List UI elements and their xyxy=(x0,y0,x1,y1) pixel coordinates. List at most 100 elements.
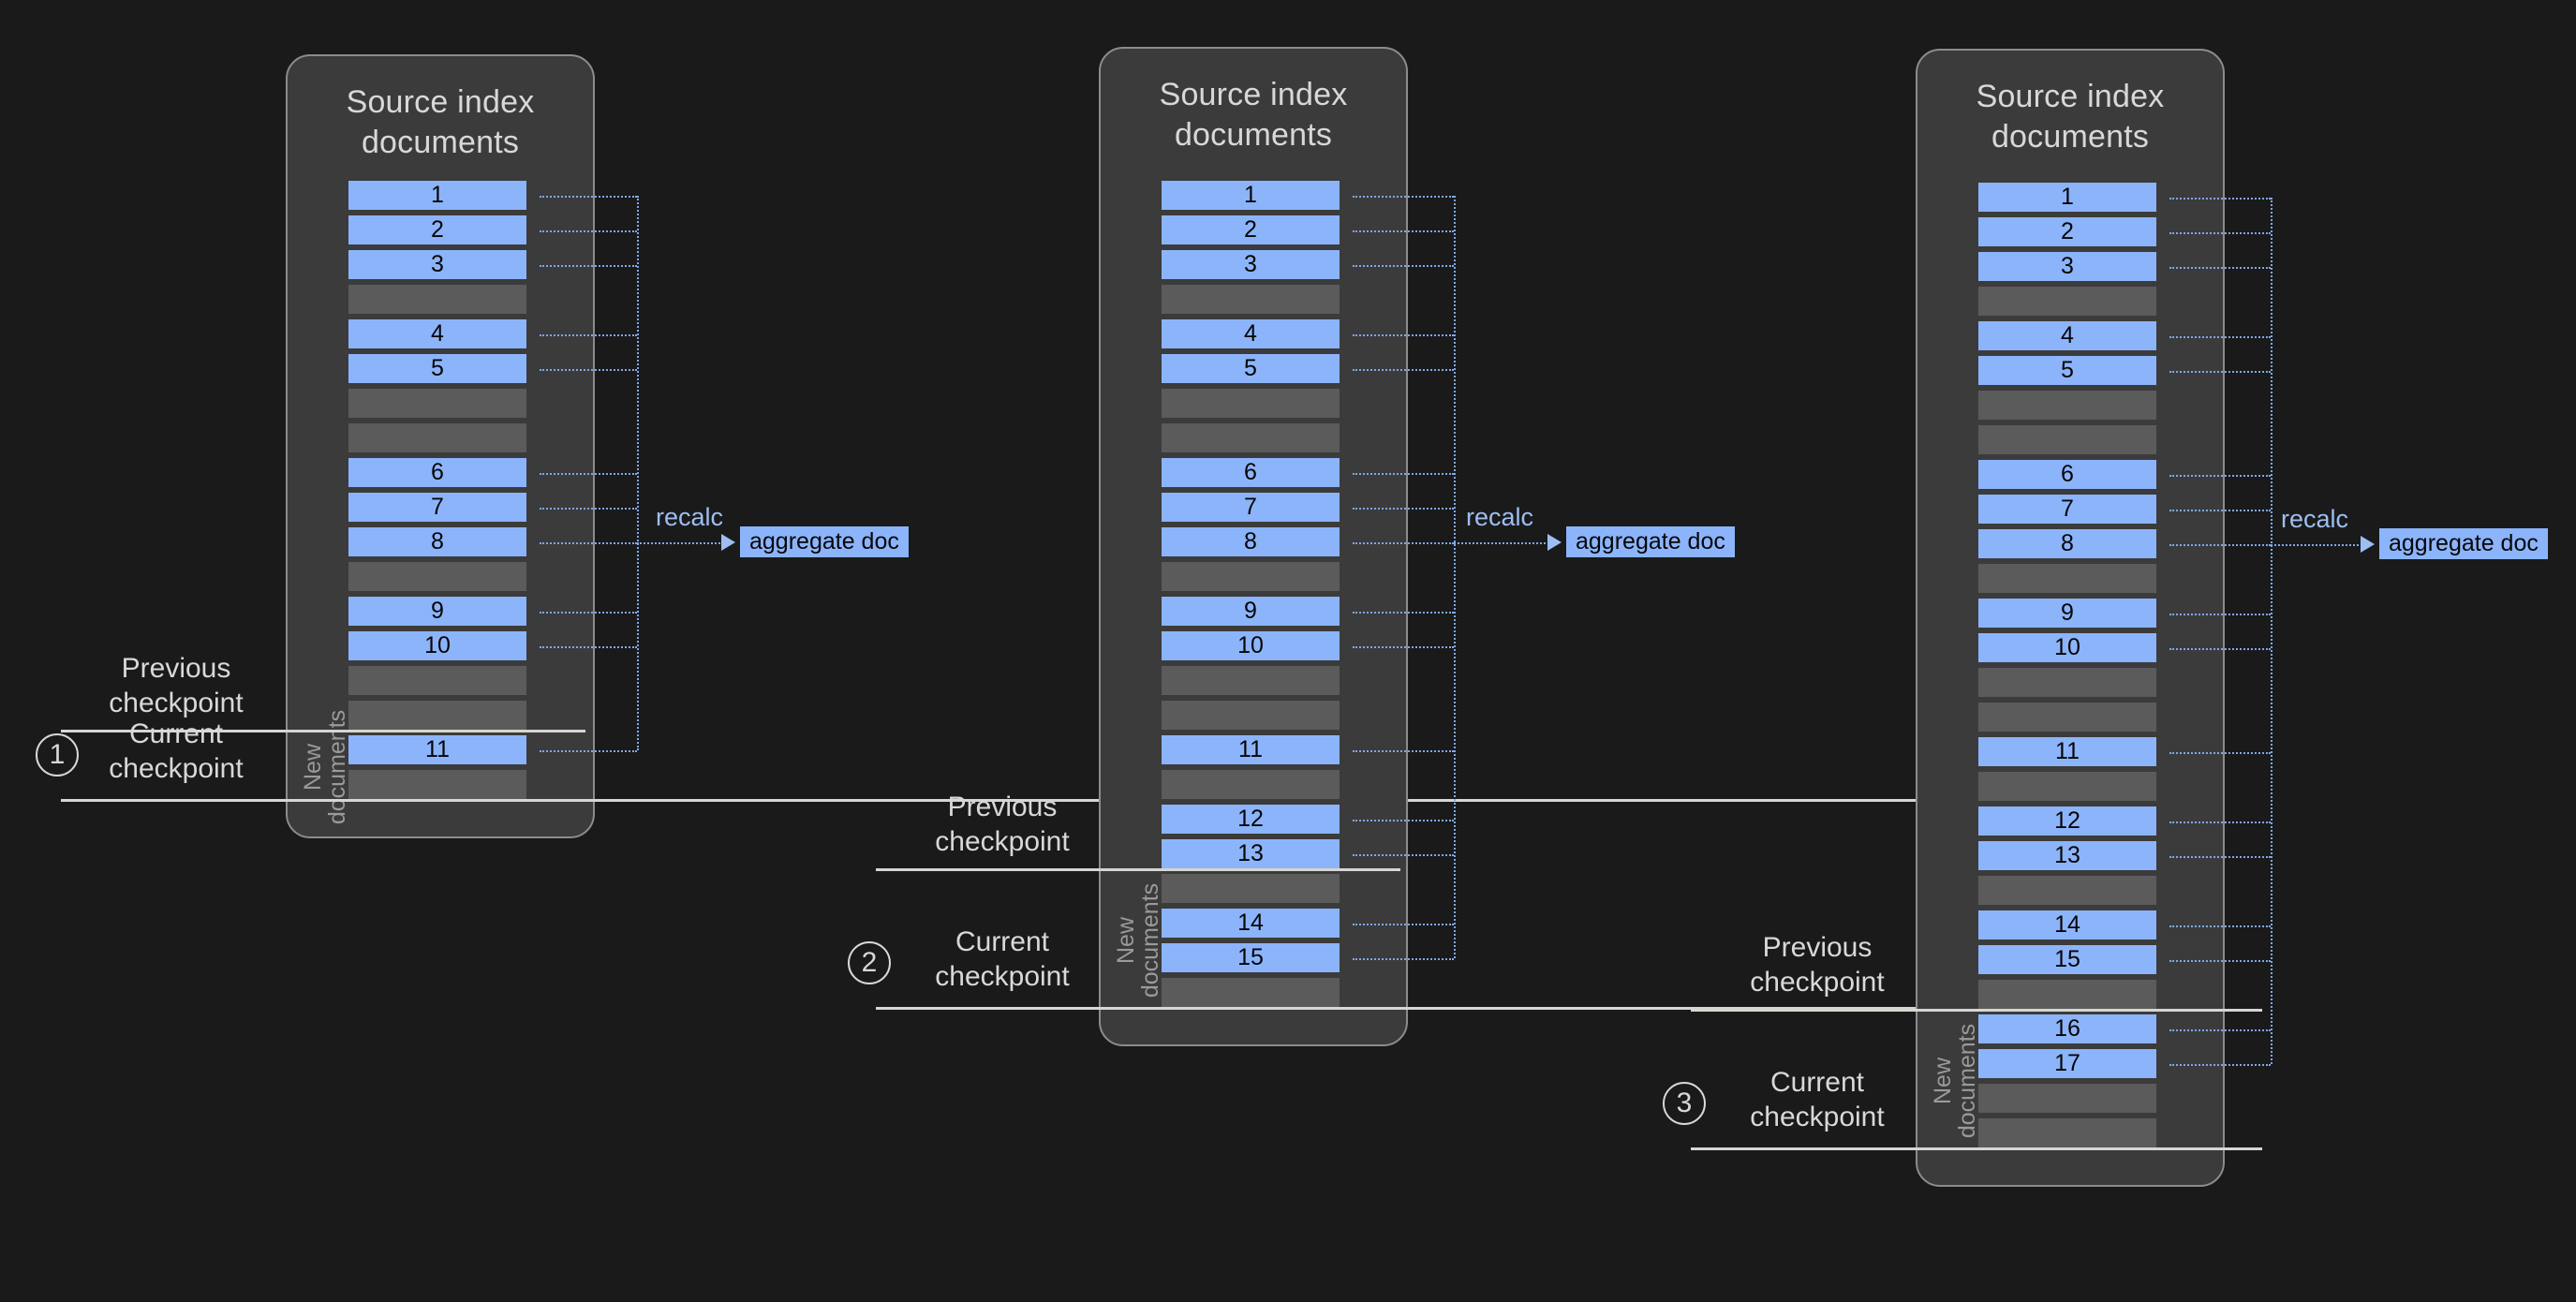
document-row: 4 xyxy=(1978,321,2156,350)
connector-line xyxy=(2169,370,2271,373)
document-row: 5 xyxy=(1978,356,2156,385)
document-row: 15 xyxy=(1162,943,1340,972)
document-row: 9 xyxy=(1162,597,1340,626)
connector-line xyxy=(540,749,637,752)
document-row: 8 xyxy=(348,527,526,556)
recalc-arrow-head xyxy=(721,533,735,551)
empty-row xyxy=(348,701,526,730)
empty-row xyxy=(1162,701,1340,730)
empty-row xyxy=(1162,770,1340,799)
previous-checkpoint-line xyxy=(61,730,585,732)
connector-line xyxy=(1353,507,1454,510)
connector-line xyxy=(1353,957,1454,960)
empty-row xyxy=(1978,564,2156,593)
document-row: 10 xyxy=(348,631,526,660)
connector-line xyxy=(2169,335,2271,338)
connector-line xyxy=(2169,266,2271,269)
connector-line xyxy=(1353,229,1454,232)
connector-line xyxy=(2169,509,2271,511)
document-row: 3 xyxy=(348,250,526,279)
connector-line xyxy=(2169,543,2271,546)
document-row: 15 xyxy=(1978,945,2156,974)
document-row: 2 xyxy=(1978,217,2156,246)
empty-row xyxy=(1162,389,1340,418)
empty-row xyxy=(1978,425,2156,454)
current-checkpoint-line xyxy=(1691,1147,2262,1150)
previous-checkpoint-label: Previous checkpoint xyxy=(935,792,1070,857)
connector-line xyxy=(2169,1063,2271,1066)
connector-line xyxy=(1353,611,1454,614)
connector-line xyxy=(540,195,637,198)
connector-line xyxy=(2169,647,2271,650)
connector-line xyxy=(1353,853,1454,856)
empty-row xyxy=(1162,423,1340,452)
document-row: 1 xyxy=(1162,181,1340,210)
document-row: 8 xyxy=(1978,529,2156,558)
document-row: 11 xyxy=(1978,737,2156,766)
document-row: 10 xyxy=(1978,633,2156,662)
empty-row xyxy=(348,666,526,695)
document-row: 9 xyxy=(1978,599,2156,628)
document-row: 6 xyxy=(1978,460,2156,489)
step-number-badge: 1 xyxy=(36,733,79,777)
empty-row xyxy=(1978,391,2156,420)
connector-line xyxy=(2169,1028,2271,1031)
empty-row xyxy=(1978,1118,2156,1147)
connector-line xyxy=(1353,749,1454,752)
connector-line xyxy=(540,229,637,232)
connector-line xyxy=(1353,819,1454,821)
empty-row xyxy=(1162,285,1340,314)
connector-line xyxy=(2169,855,2271,858)
current-checkpoint-line xyxy=(876,1007,2000,1010)
document-row: 17 xyxy=(1978,1049,2156,1078)
current-checkpoint-label: Current checkpoint xyxy=(935,926,1070,992)
document-row: 14 xyxy=(1162,909,1340,938)
panel-title: Source index documents xyxy=(1159,77,1348,153)
connector-line xyxy=(1353,645,1454,648)
empty-row xyxy=(1162,978,1340,1007)
connector-line xyxy=(540,611,637,614)
connector-line xyxy=(540,333,637,336)
connector-line xyxy=(1353,195,1454,198)
document-row: 5 xyxy=(348,354,526,383)
current-checkpoint-label: Current checkpoint xyxy=(109,718,244,784)
document-row: 11 xyxy=(348,735,526,764)
current-checkpoint-label: Current checkpoint xyxy=(1750,1067,1885,1132)
empty-row xyxy=(348,562,526,591)
previous-checkpoint-label: Previous checkpoint xyxy=(1750,932,1885,998)
document-row: 3 xyxy=(1162,250,1340,279)
empty-row xyxy=(1978,703,2156,732)
empty-row xyxy=(348,770,526,799)
previous-checkpoint-line xyxy=(1691,1009,2262,1012)
connector-bus xyxy=(2271,197,2273,1064)
connector-line xyxy=(1353,264,1454,267)
empty-row xyxy=(348,423,526,452)
empty-row xyxy=(1162,874,1340,903)
connector-line xyxy=(2169,474,2271,477)
document-row: 12 xyxy=(1978,806,2156,836)
document-row: 4 xyxy=(348,319,526,348)
connector-line xyxy=(2169,959,2271,962)
empty-row xyxy=(1978,668,2156,697)
recalc-arrow-head xyxy=(2361,535,2375,553)
connector-line xyxy=(2169,613,2271,615)
document-row: 13 xyxy=(1978,841,2156,870)
document-row: 12 xyxy=(1162,805,1340,834)
document-row: 4 xyxy=(1162,319,1340,348)
document-row: 11 xyxy=(1162,735,1340,764)
document-row: 6 xyxy=(1162,458,1340,487)
recalc-arrow-line xyxy=(637,541,723,544)
previous-checkpoint-line xyxy=(876,868,1400,871)
document-row: 7 xyxy=(348,493,526,522)
panel-title: Source index documents xyxy=(1976,79,2165,155)
recalc-arrow-line xyxy=(1454,541,1549,544)
empty-row xyxy=(1162,562,1340,591)
document-row: 6 xyxy=(348,458,526,487)
connector-line xyxy=(1353,333,1454,336)
aggregate-doc-box: aggregate doc xyxy=(1566,525,1735,557)
connector-line xyxy=(1353,472,1454,475)
empty-row xyxy=(348,389,526,418)
connector-line xyxy=(540,264,637,267)
empty-row xyxy=(1978,1084,2156,1113)
